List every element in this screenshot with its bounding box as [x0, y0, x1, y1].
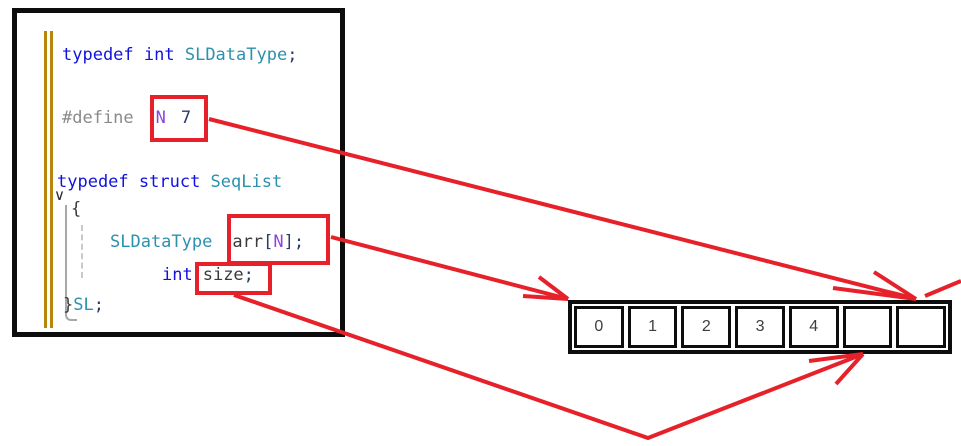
array-cell-3: 3: [735, 306, 785, 348]
code-token: typedef: [57, 172, 139, 192]
code-token: int: [162, 265, 193, 285]
code-token: #define: [62, 108, 134, 128]
code-token: }: [63, 295, 74, 315]
code-token: N: [155, 108, 166, 128]
indent-guide-dashed: [81, 225, 83, 278]
code-token: ;: [93, 295, 104, 315]
code-line-l1: typedef int SLDataType;: [62, 44, 297, 66]
arrow-arr-to-array-start: [330, 235, 570, 301]
code-token: SL: [73, 295, 94, 315]
code-line-l7: }SL;: [63, 294, 104, 316]
code-token: int: [143, 45, 185, 65]
array-cell-6: [896, 306, 947, 348]
code-token: {: [71, 199, 82, 219]
code-line-l4: {: [71, 198, 81, 220]
code-token: ;: [287, 45, 298, 65]
fold-chevron-icon: ∨: [54, 186, 65, 204]
highlight-box-size: [195, 262, 272, 295]
code-token: struct: [138, 172, 211, 192]
array-cell-2: 2: [681, 306, 732, 348]
code-token: 7: [180, 108, 192, 128]
modified-lines-gutter-bar: [44, 31, 53, 328]
code-line-l3: typedef struct SeqList: [57, 171, 282, 193]
code-token: SLDataType: [110, 232, 213, 252]
code-token: SeqList: [210, 172, 283, 192]
array-cell-1: 1: [627, 306, 678, 348]
scope-guide-line: [65, 205, 77, 321]
highlight-box-arr-n: [227, 214, 330, 265]
array-cell-4: 4: [788, 306, 839, 348]
array-cell-0: 0: [574, 306, 624, 348]
array-cell-5: [842, 306, 893, 348]
code-token: SLDataType: [184, 45, 288, 65]
code-token: typedef: [62, 45, 144, 65]
highlight-box-define-n: [150, 95, 208, 142]
